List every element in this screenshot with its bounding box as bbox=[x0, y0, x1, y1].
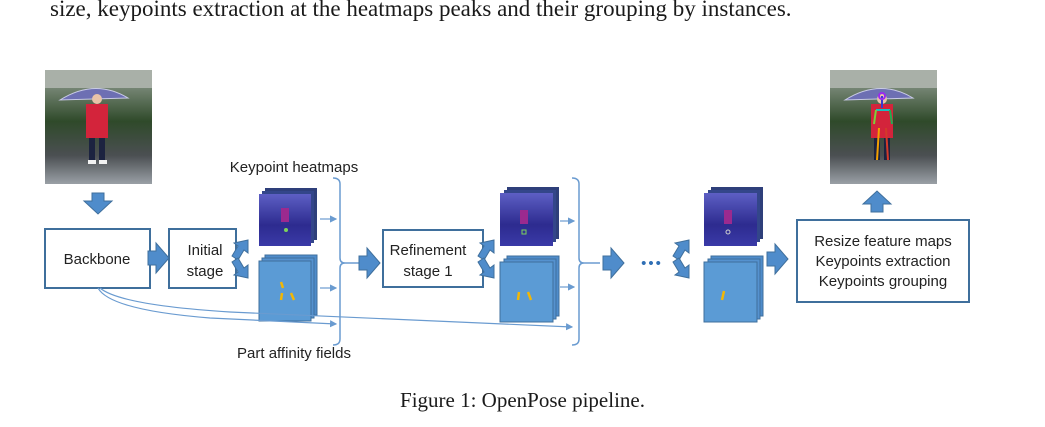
paf-stack-2 bbox=[499, 255, 560, 323]
refinement-stage-block: Refinement stage 1 bbox=[382, 229, 484, 288]
heatmap-stack-1 bbox=[259, 188, 317, 246]
backbone-block: Backbone bbox=[44, 228, 151, 289]
figure-caption: Figure 1: OpenPose pipeline. bbox=[400, 388, 645, 412]
skip-connection-1 bbox=[97, 287, 338, 328]
label-keypoint-heatmaps: Keypoint heatmaps bbox=[230, 159, 358, 176]
output-photo bbox=[830, 70, 937, 184]
split-arrow-up-icon bbox=[477, 239, 495, 261]
arrow-icon bbox=[147, 241, 170, 275]
initial-stage-block: Initial stage bbox=[168, 228, 237, 289]
split-arrow-up-icon bbox=[672, 239, 690, 261]
arrow-icon bbox=[766, 242, 789, 276]
skip-connection-2 bbox=[99, 287, 574, 331]
heatmap-stack-final bbox=[704, 187, 763, 246]
heatmap-stack-2 bbox=[500, 187, 559, 246]
arrow-icon bbox=[602, 246, 625, 280]
post-label-1: Resize feature maps bbox=[814, 233, 952, 250]
split-arrow-down-icon bbox=[231, 257, 249, 279]
postprocessing-block: Resize feature maps Keypoints extraction… bbox=[796, 219, 970, 303]
refinement-label-1: Refinement bbox=[390, 242, 468, 259]
initial-stage-label-1: Initial bbox=[187, 242, 222, 259]
pose-skeleton bbox=[873, 92, 893, 161]
up-arrow-icon bbox=[861, 190, 893, 213]
post-label-2: Keypoints extraction bbox=[815, 253, 950, 270]
input-photo bbox=[45, 70, 152, 184]
bracket-1 bbox=[332, 177, 346, 346]
post-label-3: Keypoints grouping bbox=[819, 273, 947, 290]
down-arrow-icon bbox=[82, 192, 114, 215]
bracket-2 bbox=[571, 177, 585, 346]
split-arrow-down-icon bbox=[477, 257, 495, 279]
split-arrow-down-icon bbox=[672, 257, 690, 279]
refinement-label-2: stage 1 bbox=[403, 263, 452, 280]
paf-stack-1 bbox=[258, 254, 318, 322]
ellipsis-more-stages: ••• bbox=[641, 255, 663, 272]
body-text-top: size, keypoints extraction at the heatma… bbox=[50, 0, 792, 21]
backbone-label: Backbone bbox=[64, 251, 131, 268]
split-arrow-up-icon bbox=[231, 239, 249, 261]
initial-stage-label-2: stage bbox=[187, 263, 224, 280]
paf-stack-final bbox=[703, 255, 764, 323]
openpose-pipeline-figure: Backbone Initial stage Keypoint heatmaps… bbox=[44, 70, 970, 362]
arrow-icon bbox=[358, 246, 381, 280]
label-part-affinity-fields: Part affinity fields bbox=[237, 345, 351, 362]
